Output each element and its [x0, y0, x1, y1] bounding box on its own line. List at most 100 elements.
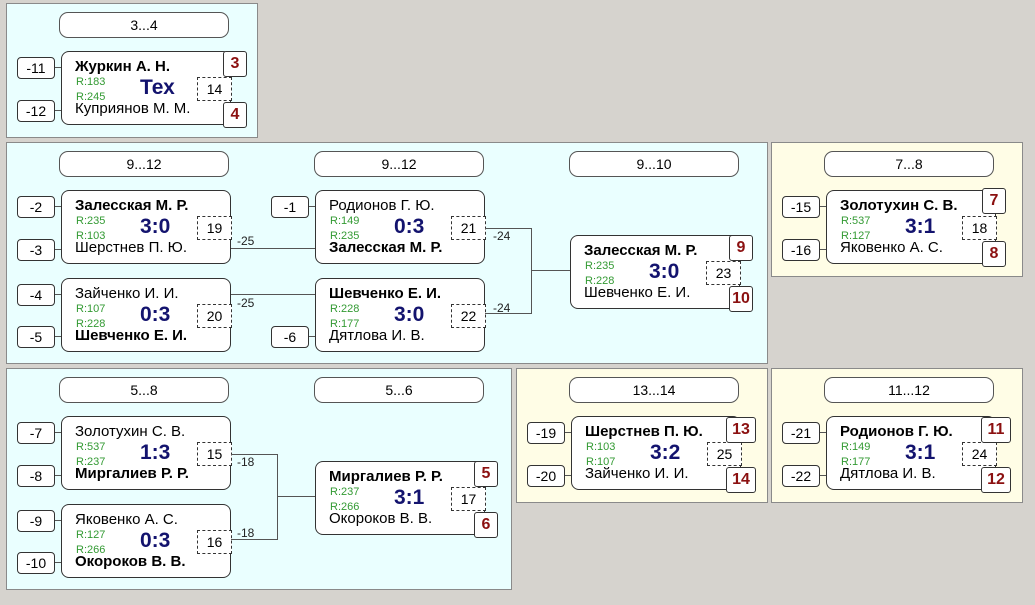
match-number: 17 [451, 487, 486, 511]
place-badge: 5 [474, 461, 498, 487]
match-score: 3:0 [140, 215, 171, 238]
player-2-rating: R:103 [76, 230, 106, 242]
match-number: 22 [451, 304, 486, 328]
player-1-rating: R:183 [76, 76, 106, 88]
player-1-name: Журкин А. Н. [75, 58, 170, 75]
player-2-rating: R:228 [76, 318, 106, 330]
loser-label: -18 [237, 455, 255, 469]
match-score: 0:3 [394, 215, 425, 238]
connector-line [309, 336, 315, 337]
match-card[interactable]: Золотухин С. В. R:537 R:127 3:1 18 Якове… [826, 190, 997, 264]
player-1-rating: R:103 [586, 441, 616, 453]
connector-line [485, 313, 531, 314]
player-2-rating: R:127 [841, 230, 871, 242]
player-1-rating: R:537 [76, 441, 106, 453]
bracket-panel-11-12: 11...12 -21 -22 Родионов Г. Ю. R:149 R:1… [771, 368, 1023, 503]
match-card[interactable]: Золотухин С. В. R:537 R:237 1:3 15 Мирга… [61, 416, 232, 490]
seed-box: -21 [782, 422, 820, 444]
player-2-name: Шевченко Е. И. [75, 327, 188, 344]
connector-line [231, 294, 315, 295]
match-number: 20 [197, 304, 232, 328]
match-number: 16 [197, 530, 232, 554]
place-badge: 9 [729, 235, 753, 261]
match-score: 3:1 [905, 215, 936, 238]
match-number: 15 [197, 442, 232, 466]
player-1-name: Зайченко И. И. [75, 285, 179, 302]
connector-line [55, 520, 61, 521]
connector-line [820, 475, 826, 476]
place-badge: 12 [981, 467, 1011, 493]
match-score: 3:0 [649, 260, 680, 283]
match-card[interactable]: Залесская М. Р. R:235 R:103 3:0 19 Шерст… [61, 190, 232, 264]
player-2-name: Дятлова И. В. [840, 465, 936, 482]
seed-box: -11 [17, 57, 55, 79]
player-2-rating: R:228 [585, 275, 615, 287]
connector-line [485, 228, 531, 229]
connector-line [55, 336, 61, 337]
place-badge: 6 [474, 512, 498, 538]
seed-box: -22 [782, 465, 820, 487]
seed-box: -15 [782, 196, 820, 218]
connector-line [55, 432, 61, 433]
match-card[interactable]: Журкин А. Н. R:183 R:245 Тех 14 Куприяно… [61, 51, 232, 125]
player-2-rating: R:235 [330, 230, 360, 242]
seed-box: -4 [17, 284, 55, 306]
loser-label: -24 [493, 229, 511, 243]
player-1-rating: R:127 [76, 529, 106, 541]
player-2-name: Яковенко А. С. [840, 239, 943, 256]
match-card[interactable]: Миргалиев Р. Р. R:237 R:266 3:1 17 Окоро… [315, 461, 486, 535]
player-2-rating: R:245 [76, 91, 106, 103]
seed-box: -12 [17, 100, 55, 122]
player-1-rating: R:537 [841, 215, 871, 227]
player-1-rating: R:235 [585, 260, 615, 272]
bracket-header: 11...12 [824, 377, 994, 403]
match-card[interactable]: Шерстнев П. Ю. R:103 R:107 3:2 25 Зайчен… [571, 416, 742, 490]
seed-box: -6 [271, 326, 309, 348]
connector-line [55, 249, 61, 250]
player-2-rating: R:177 [330, 318, 360, 330]
match-score: 3:2 [650, 441, 681, 464]
match-card[interactable]: Залесская М. Р. R:235 R:228 3:0 23 Шевче… [570, 235, 741, 309]
seed-box: -5 [17, 326, 55, 348]
bracket-header: 5...6 [314, 377, 484, 403]
player-2-rating: R:266 [330, 501, 360, 513]
match-number: 25 [707, 442, 742, 466]
player-1-rating: R:149 [841, 441, 871, 453]
player-2-name: Шерстнев П. Ю. [75, 239, 188, 256]
bracket-panel-9-12: 9...12 9...12 9...10 -2 -3 -4 -5 -1 -6 З… [6, 142, 768, 364]
player-1-rating: R:107 [76, 303, 106, 315]
player-1-name: Залесская М. Р. [584, 242, 698, 259]
match-card[interactable]: Шевченко Е. И. R:228 R:177 3:0 22 Дятлов… [315, 278, 486, 352]
match-score: 3:1 [905, 441, 936, 464]
bracket-header: 3...4 [59, 12, 229, 38]
match-card[interactable]: Зайченко И. И. R:107 R:228 0:3 20 Шевчен… [61, 278, 232, 352]
match-score: 0:3 [140, 303, 171, 326]
seed-box: -8 [17, 465, 55, 487]
seed-box: -3 [17, 239, 55, 261]
connector-line [231, 454, 277, 455]
seed-box: -9 [17, 510, 55, 532]
player-1-rating: R:235 [76, 215, 106, 227]
place-badge: 3 [223, 51, 247, 77]
match-number: 14 [197, 77, 232, 101]
match-number: 19 [197, 216, 232, 240]
bracket-header: 9...12 [59, 151, 229, 177]
bracket-panel-13-14: 13...14 -19 -20 Шерстнев П. Ю. R:103 R:1… [516, 368, 768, 503]
match-card[interactable]: Яковенко А. С. R:127 R:266 0:3 16 Окорок… [61, 504, 232, 578]
loser-label: -18 [237, 526, 255, 540]
connector-line [55, 110, 61, 111]
seed-box: -10 [17, 552, 55, 574]
player-1-name: Золотухин С. В. [75, 423, 186, 440]
player-2-name: Залесская М. Р. [329, 239, 443, 256]
match-card[interactable]: Родионов Г. Ю. R:149 R:235 0:3 21 Залесс… [315, 190, 486, 264]
player-1-name: Родионов Г. Ю. [840, 423, 953, 440]
player-2-rating: R:177 [841, 456, 871, 468]
bracket-header: 5...8 [59, 377, 229, 403]
connector-line [55, 562, 61, 563]
seed-box: -7 [17, 422, 55, 444]
match-score: 0:3 [140, 529, 171, 552]
player-1-name: Залесская М. Р. [75, 197, 189, 214]
match-number: 18 [962, 216, 997, 240]
player-1-name: Родионов Г. Ю. [329, 197, 435, 214]
match-card[interactable]: Родионов Г. Ю. R:149 R:177 3:1 24 Дятлов… [826, 416, 997, 490]
